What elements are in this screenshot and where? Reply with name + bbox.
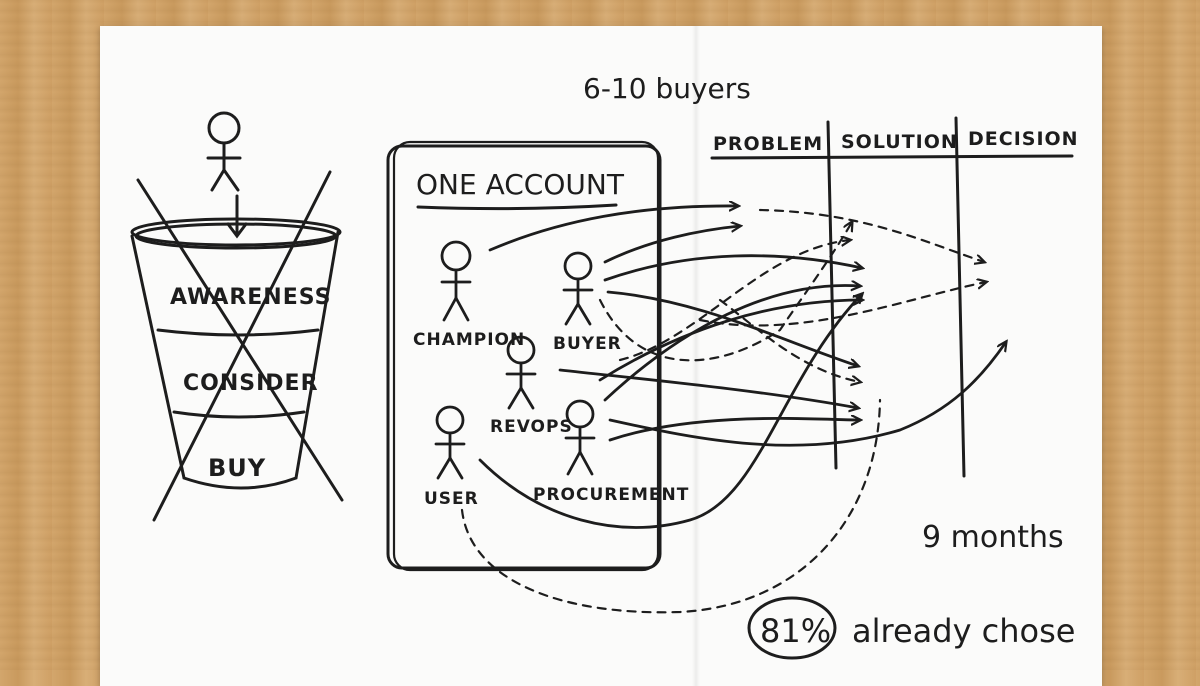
- column-problem: PROBLEM: [713, 133, 823, 155]
- role-procurement: PROCUREMENT: [533, 485, 689, 505]
- column-decision: DECISION: [968, 128, 1079, 150]
- funnel: [130, 111, 344, 522]
- role-user: USER: [424, 489, 479, 509]
- duration-label: 9 months: [922, 520, 1064, 555]
- paper-sheet: [100, 26, 1102, 686]
- journey-grid: [710, 116, 1074, 478]
- sketch-canvas: 6-10 buyers AWARENESS CONSIDER BUY: [130, 72, 1079, 660]
- buyers-count-label: 6-10 buyers: [583, 72, 751, 105]
- stat-circle: [747, 596, 837, 660]
- down-arrow-icon: [226, 194, 248, 239]
- funnel-stage-awareness: AWARENESS: [170, 285, 331, 310]
- account-title: ONE ACCOUNT: [416, 168, 625, 201]
- journey-dashed-arrows: [460, 208, 986, 614]
- revops-person-icon: [505, 335, 537, 410]
- funnel-stage-buy: BUY: [208, 454, 266, 482]
- procurement-person-icon: [564, 399, 596, 476]
- role-champion: CHAMPION: [413, 330, 525, 350]
- paper-fold: [692, 26, 700, 686]
- funnel-person-icon: [206, 111, 242, 192]
- role-buyer: BUYER: [553, 334, 622, 354]
- funnel-stage-consider: CONSIDER: [183, 371, 319, 396]
- role-revops: REVOPS: [490, 417, 573, 437]
- journey-arrows: [478, 206, 1006, 529]
- stat-value: 81%: [760, 612, 831, 650]
- buyer-person-icon: [562, 251, 594, 326]
- column-solution: SOLUTION: [841, 131, 958, 153]
- champion-person-icon: [440, 240, 472, 322]
- stat-text: already chose: [852, 612, 1075, 650]
- user-person-icon: [434, 405, 466, 480]
